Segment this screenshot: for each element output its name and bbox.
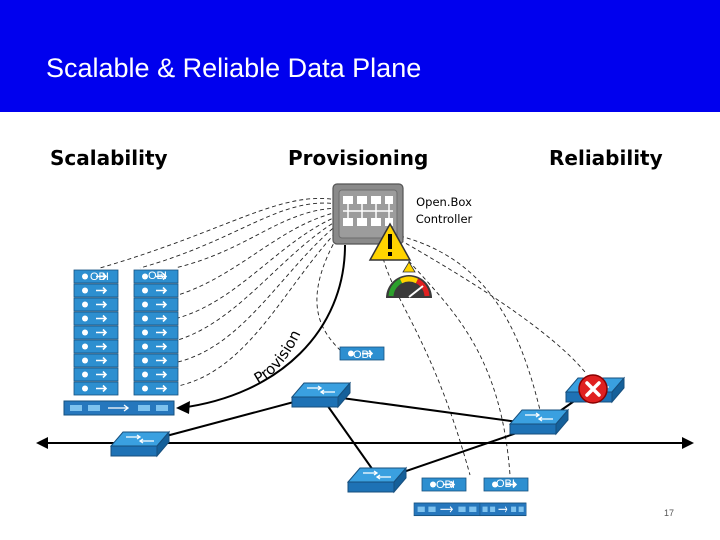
switch-edge-left <box>110 431 170 457</box>
link-arrow-right <box>682 437 694 449</box>
switch-top <box>291 382 351 408</box>
rack-unit-bottom-2 <box>479 502 527 517</box>
scalability-heading: Scalability <box>50 146 168 170</box>
control-links <box>99 198 586 476</box>
switch-bottom <box>347 467 407 493</box>
failure-x-icon <box>578 374 608 404</box>
obi-stack-left <box>73 269 119 396</box>
obi-label-right: OBI <box>148 270 167 282</box>
provisioning-heading: Provisioning <box>288 146 429 170</box>
provision-arrow-head <box>176 401 190 414</box>
obi-label-top: OBI <box>353 349 372 361</box>
slide-title: Scalable & Reliable Data Plane <box>46 53 422 83</box>
obi-label-left: OBI <box>90 271 109 283</box>
page-number: 17 <box>664 508 675 518</box>
controller-label: Open.Box Controller <box>415 195 473 226</box>
provision-arrow <box>179 244 346 409</box>
reliability-heading: Reliability <box>549 146 663 170</box>
title-bar <box>0 0 720 112</box>
gauge-icon <box>386 261 432 298</box>
obi-label-bottom-1: OBI <box>436 479 455 491</box>
warning-icon <box>368 222 412 261</box>
rack-chassis <box>63 400 175 416</box>
controller-icon <box>332 183 404 245</box>
link-arrow-left <box>36 437 48 449</box>
switch-right <box>509 409 569 435</box>
obi-label-bottom-2: OBI <box>496 478 515 490</box>
rack-unit-bottom-1 <box>413 502 481 517</box>
obi-stack-right <box>133 269 179 396</box>
